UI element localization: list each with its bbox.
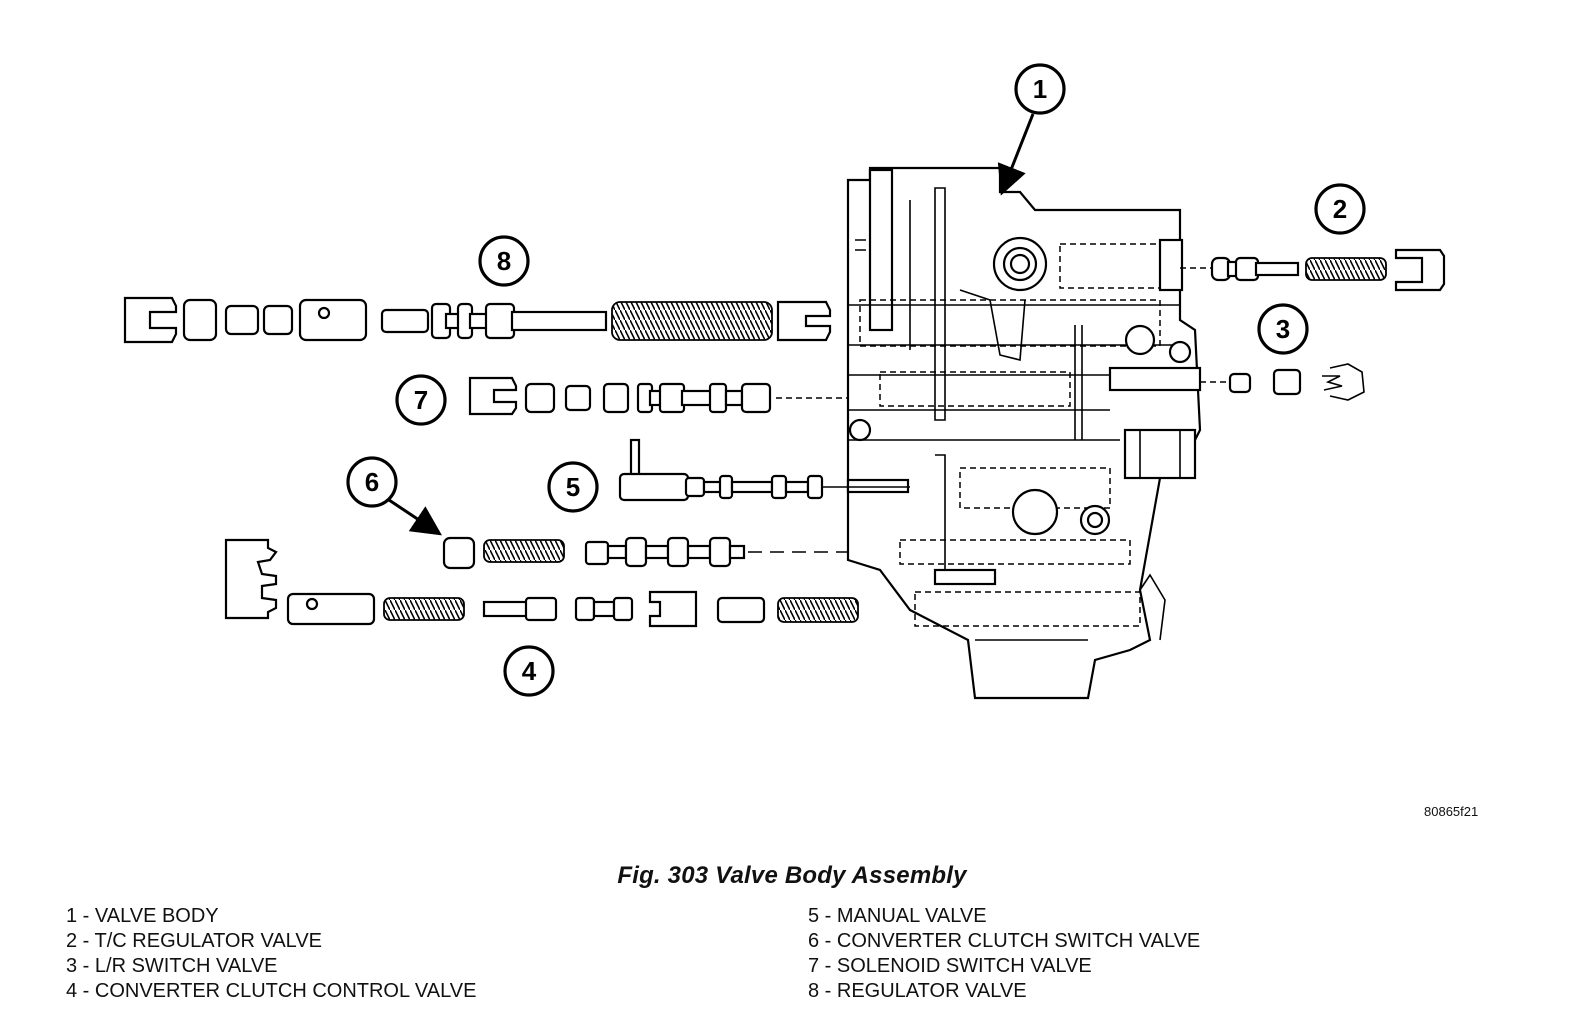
callout-7: 7 bbox=[395, 374, 447, 426]
callout-3: 3 bbox=[1257, 303, 1309, 355]
callout-6-label: 6 bbox=[365, 467, 379, 497]
legend-right: 5 - MANUAL VALVE 6 - CONVERTER CLUTCH SW… bbox=[808, 904, 1200, 1004]
figure-caption: Fig. 303 Valve Body Assembly bbox=[617, 862, 967, 889]
legend-item: 8 - REGULATOR VALVE bbox=[808, 980, 1027, 1002]
callout-8: 8 bbox=[478, 235, 530, 287]
legend-item: 5 - MANUAL VALVE bbox=[808, 905, 987, 927]
valve-body bbox=[846, 166, 1202, 700]
legend-item: 7 - SOLENOID SWITCH VALVE bbox=[808, 955, 1092, 977]
callout-4: 4 bbox=[503, 645, 555, 697]
regulator-valve bbox=[123, 296, 832, 344]
callout-6: 6 bbox=[346, 456, 442, 536]
legend-item: 4 - CONVERTER CLUTCH CONTROL VALVE bbox=[66, 980, 477, 1002]
solenoid-switch-valve bbox=[468, 376, 848, 416]
callout-2: 2 bbox=[1314, 183, 1366, 235]
callout-7-label: 7 bbox=[414, 385, 428, 415]
valve-body-diagram: 1 2 3 4 5 6 7 8 bbox=[123, 63, 1446, 700]
converter-clutch-control-valve bbox=[224, 538, 859, 628]
callout-4-label: 4 bbox=[522, 656, 537, 686]
converter-clutch-switch-valve bbox=[442, 536, 848, 570]
callout-1-label: 1 bbox=[1033, 74, 1047, 104]
callout-2-label: 2 bbox=[1333, 194, 1347, 224]
callout-5-label: 5 bbox=[566, 472, 580, 502]
callout-5: 5 bbox=[547, 461, 599, 513]
legend-item: 1 - VALVE BODY bbox=[66, 905, 219, 927]
tc-regulator-valve bbox=[1180, 248, 1446, 292]
legend-left: 1 - VALVE BODY 2 - T/C REGULATOR VALVE 3… bbox=[66, 904, 476, 1004]
legend-item: 2 - T/C REGULATOR VALVE bbox=[66, 930, 322, 952]
manual-valve bbox=[618, 438, 910, 502]
legend-item: 3 - L/R SWITCH VALVE bbox=[66, 955, 278, 977]
legend-item: 6 - CONVERTER CLUTCH SWITCH VALVE bbox=[808, 930, 1201, 952]
callout-3-label: 3 bbox=[1276, 314, 1290, 344]
figure-code: 80865f21 bbox=[1424, 804, 1479, 819]
lr-switch-valve bbox=[1200, 363, 1365, 401]
callout-8-label: 8 bbox=[497, 246, 511, 276]
callout-1: 1 bbox=[997, 63, 1066, 196]
